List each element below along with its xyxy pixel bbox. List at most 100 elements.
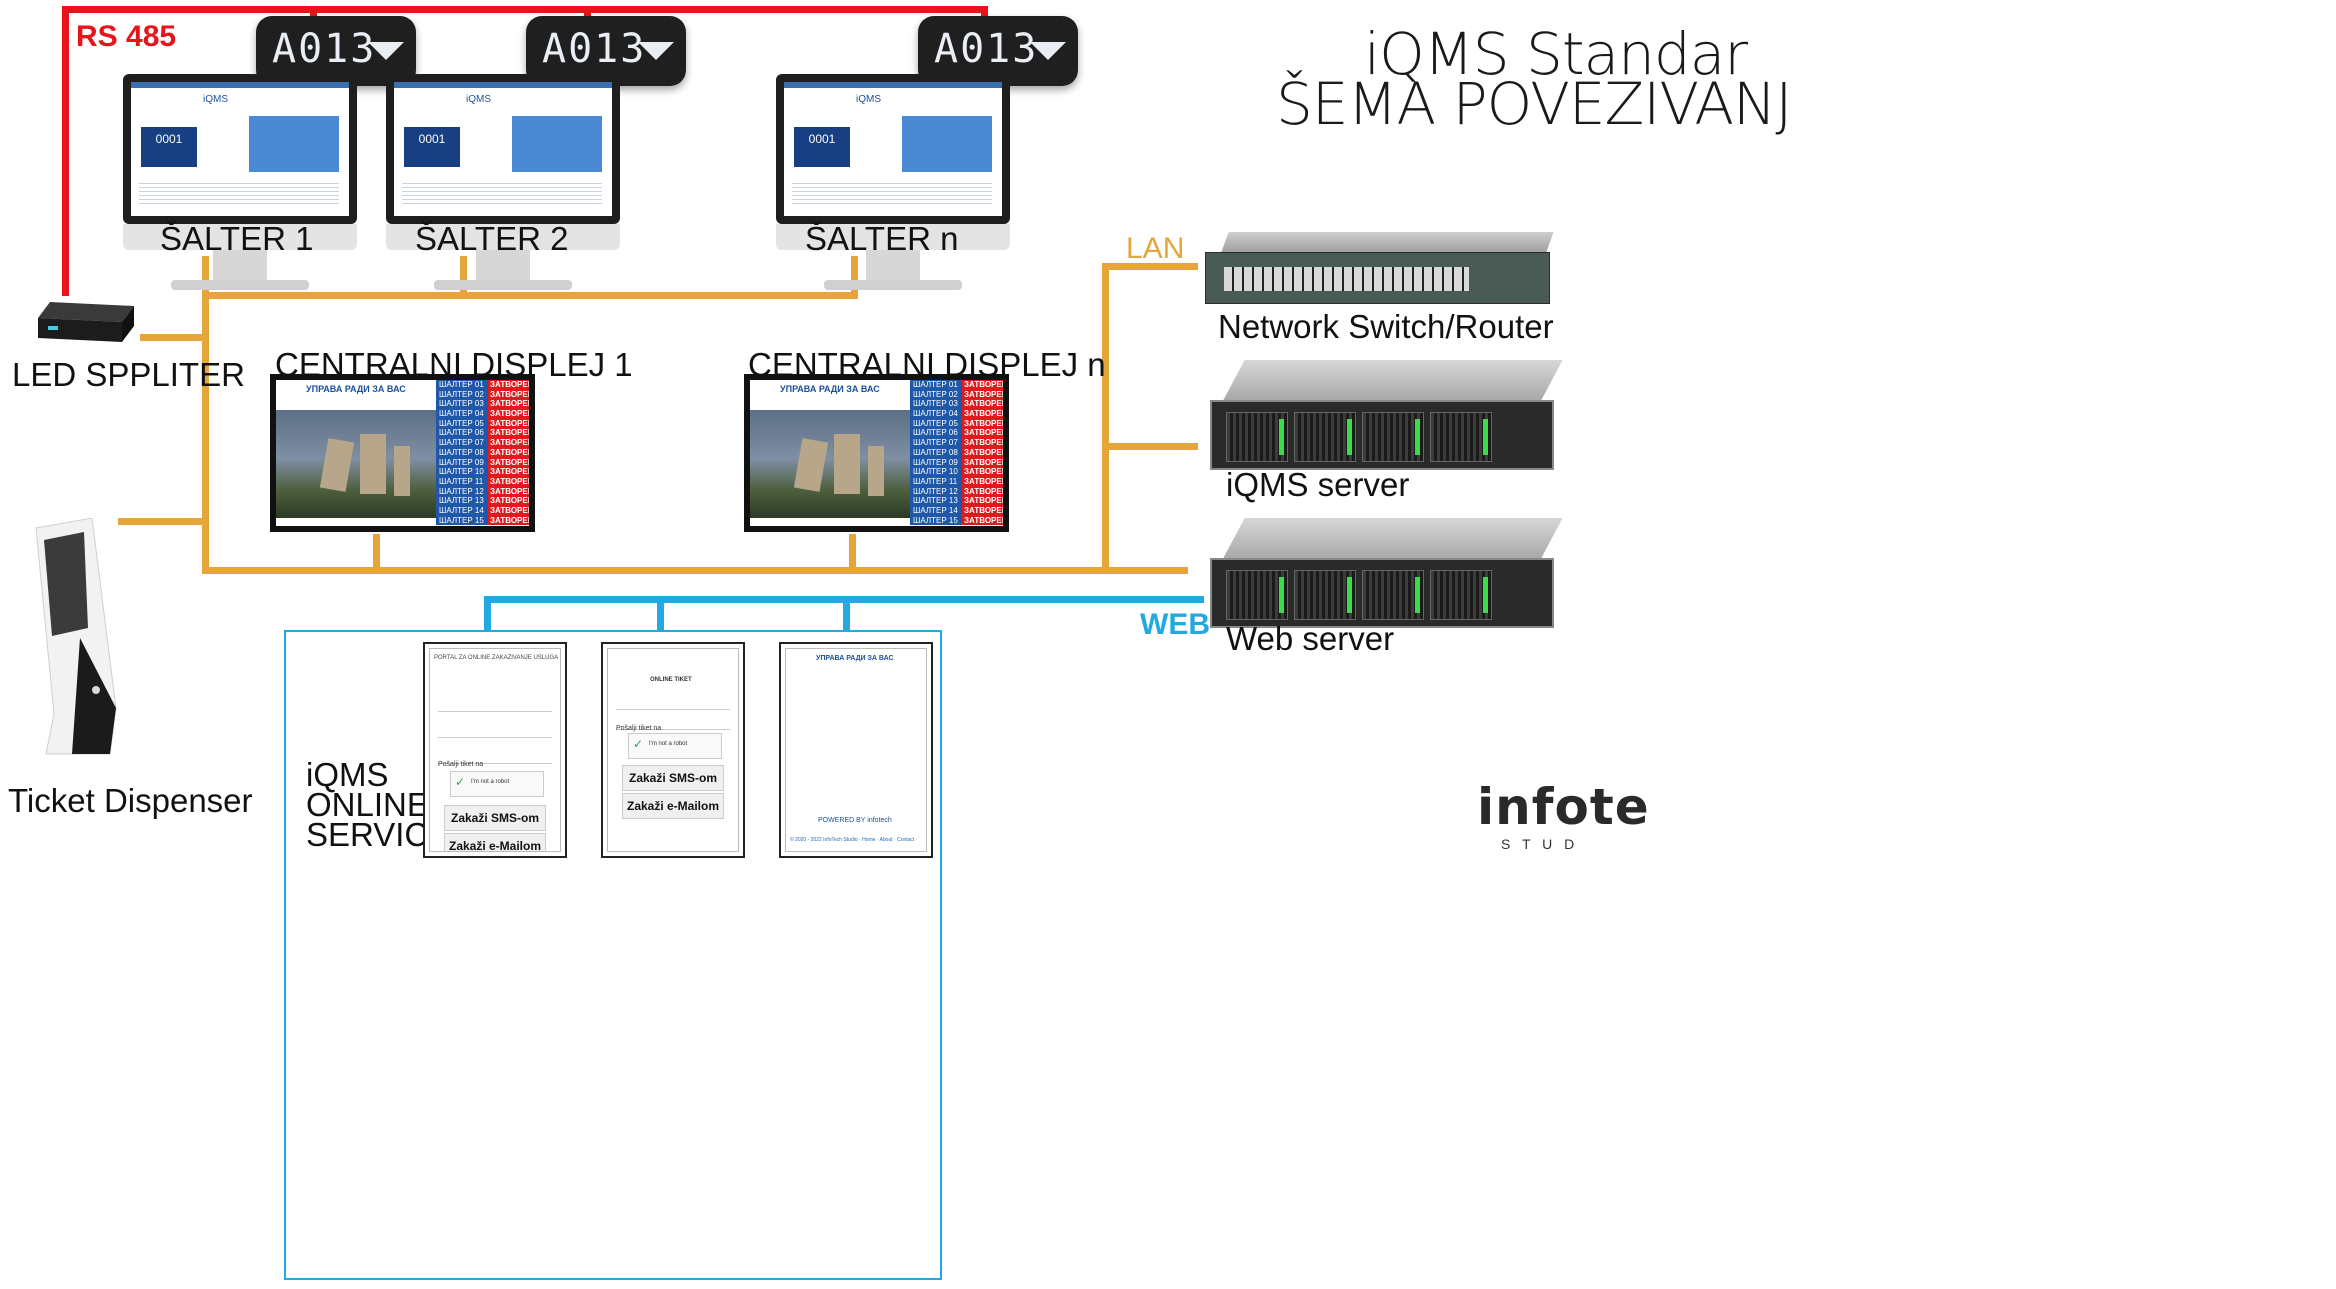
status-row: ШАЛТЕР 13ЗАТВОРЕН bbox=[910, 496, 1003, 506]
led-splitter-label: LED SPPLITER bbox=[12, 356, 245, 393]
led-display-text: A013 bbox=[542, 26, 647, 72]
counter-name: ШАЛТЕР 11 bbox=[436, 476, 488, 487]
led-splitter-device bbox=[38, 302, 134, 342]
counter-name: ШАЛТЕР 01 bbox=[910, 380, 962, 390]
check-icon: ✓ bbox=[633, 737, 644, 751]
counter-monitor-2: iQMS 0001 bbox=[386, 74, 620, 299]
counter-status: ЗАТВОРЕН bbox=[961, 496, 1003, 506]
central-display-1: УПРАВА РАДИ ЗА ВАС ШАЛТЕР 01ЗАТВОРЕНШАЛТ… bbox=[270, 374, 535, 532]
counter-name: ШАЛТЕР 07 bbox=[436, 438, 488, 448]
counter-status: ЗАТВОРЕН bbox=[961, 505, 1003, 516]
email-button[interactable]: Zakaži e-Mailom bbox=[444, 833, 546, 851]
status-row: ШАЛТЕР 04ЗАТВОРЕН bbox=[910, 409, 1003, 419]
counter-name: ШАЛТЕР 02 bbox=[436, 389, 488, 400]
captcha-box[interactable]: ✓ I'm not a robot bbox=[628, 733, 722, 759]
arrow-down-icon bbox=[1030, 42, 1066, 60]
counter-status: ЗАТВОРЕН bbox=[961, 428, 1003, 439]
sms-button[interactable]: Zakaži SMS-om bbox=[444, 805, 546, 831]
iqms-server-label: iQMS server bbox=[1226, 466, 1410, 503]
status-row: ШАЛТЕР 13ЗАТВОРЕН bbox=[436, 496, 529, 506]
counter-status: ЗАТВОРЕН bbox=[487, 409, 529, 419]
counter-name: ШАЛТЕР 04 bbox=[910, 409, 962, 419]
status-web-page: УПРАВА РАДИ ЗА ВАС POWERED BY infotech ©… bbox=[779, 642, 933, 858]
ticket-dispenser-label: Ticket Dispenser bbox=[8, 782, 253, 819]
captcha-box[interactable]: ✓ I'm not a robot bbox=[450, 771, 544, 797]
online-services-label-line1: iQMS bbox=[306, 756, 389, 793]
status-row: ШАЛТЕР 02ЗАТВОРЕН bbox=[436, 389, 529, 400]
counter-name: ШАЛТЕР 03 bbox=[436, 399, 488, 410]
counter-name: ШАЛТЕР 04 bbox=[436, 409, 488, 419]
iqms-server-device bbox=[1210, 360, 1563, 472]
lan-drop-counter-1 bbox=[202, 256, 209, 296]
led-display-3: A013 bbox=[918, 16, 1078, 86]
portal-title: PORTAL ZA ONLINE ZAKAZIVANJE USLUGA bbox=[434, 655, 559, 661]
screen-title: iQMS bbox=[466, 94, 491, 105]
status-row: ШАЛТЕР 14ЗАТВОРЕН bbox=[910, 505, 1003, 516]
email-button[interactable]: Zakaži e-Mailom bbox=[622, 793, 724, 819]
screen-title: iQMS bbox=[856, 94, 881, 105]
sms-button[interactable]: Zakaži SMS-om bbox=[622, 765, 724, 791]
led-display-text: A013 bbox=[934, 26, 1039, 72]
status-row: ШАЛТЕР 15ЗАТВОРЕН bbox=[910, 515, 1003, 526]
counter-name: ШАЛТЕР 09 bbox=[910, 457, 962, 468]
counter-name: ШАЛТЕР 08 bbox=[436, 447, 488, 458]
ticket-for-label: Pošalji tiket na bbox=[438, 761, 484, 768]
counter-name: ШАЛТЕР 03 bbox=[910, 399, 962, 410]
counter-name: ШАЛТЕР 13 bbox=[910, 496, 962, 506]
lan-splitter-link bbox=[140, 334, 206, 341]
infotech-logo: infote S T U D bbox=[1477, 778, 1650, 852]
monitor-screen: iQMS 0001 bbox=[131, 82, 349, 216]
network-switch-label: Network Switch/Router bbox=[1218, 308, 1554, 345]
counter-status: ЗАТВОРЕН bbox=[961, 467, 1003, 477]
counter-name: ШАЛТЕР 02 bbox=[910, 389, 962, 400]
counter-status: ЗАТВОРЕН bbox=[961, 380, 1003, 390]
status-row: ШАЛТЕР 04ЗАТВОРЕН bbox=[436, 409, 529, 419]
ticket-dispenser-device bbox=[35, 518, 117, 755]
counter-name: ШАЛТЕР 12 bbox=[436, 486, 488, 497]
lan-riser bbox=[1102, 263, 1109, 573]
status-row: ШАЛТЕР 12ЗАТВОРЕН bbox=[910, 486, 1003, 497]
display-photo bbox=[750, 410, 910, 518]
lan-bus-main bbox=[202, 567, 1188, 574]
online-booking-portal: PORTAL ZA ONLINE ZAKAZIVANJE USLUGA Poša… bbox=[423, 642, 567, 858]
status-row: ШАЛТЕР 03ЗАТВОРЕН bbox=[910, 399, 1003, 410]
counter-name: ШАЛТЕР 06 bbox=[436, 428, 488, 439]
led-display-1: A013 bbox=[256, 16, 416, 86]
counter-status: ЗАТВОРЕН bbox=[961, 438, 1003, 448]
counter-status: ЗАТВОРЕН bbox=[487, 447, 529, 458]
counter-status: ЗАТВОРЕН bbox=[487, 389, 529, 400]
counter-status: ЗАТВОРЕН bbox=[961, 389, 1003, 400]
captcha-label: I'm not a robot bbox=[649, 741, 688, 747]
lan-display-n-drop bbox=[849, 534, 856, 572]
status-row: ШАЛТЕР 08ЗАТВОРЕН bbox=[910, 447, 1003, 458]
ticket-number: 0001 bbox=[794, 127, 850, 167]
counter-status: ЗАТВОРЕН bbox=[487, 515, 529, 526]
display-header: УПРАВА РАДИ ЗА ВАС bbox=[306, 384, 406, 394]
counter-name: ШАЛТЕР 08 bbox=[910, 447, 962, 458]
arrow-down-icon bbox=[368, 42, 404, 60]
ticket-number: 0001 bbox=[141, 127, 197, 167]
counter-status: ЗАТВОРЕН bbox=[487, 496, 529, 506]
lan-drop-counter-n bbox=[851, 256, 858, 296]
status-row: ШАЛТЕР 05ЗАТВОРЕН bbox=[910, 418, 1003, 429]
lan-drop-counter-2 bbox=[460, 256, 467, 296]
status-row: ШАЛТЕР 12ЗАТВОРЕН bbox=[436, 486, 529, 497]
counter-name: ШАЛТЕР 13 bbox=[436, 496, 488, 506]
status-row: ШАЛТЕР 01ЗАТВОРЕН bbox=[910, 380, 1003, 390]
page-title-line1: iQMS Standar bbox=[1364, 20, 1748, 88]
status-row: ШАЛТЕР 08ЗАТВОРЕН bbox=[436, 447, 529, 458]
counter-status-list: ШАЛТЕР 01ЗАТВОРЕНШАЛТЕР 02ЗАТВОРЕНШАЛТЕР… bbox=[910, 380, 1003, 526]
led-display-text: A013 bbox=[272, 26, 377, 72]
counter-label-1: ŠALTER 1 bbox=[160, 220, 314, 257]
counter-name: ШАЛТЕР 05 bbox=[910, 418, 962, 429]
captcha-label: I'm not a robot bbox=[471, 779, 510, 785]
counter-name: ШАЛТЕР 11 bbox=[910, 476, 962, 487]
web-drop-1 bbox=[484, 596, 491, 632]
footer-text: © 2020 - 2022 InfoTech Studio · Home · A… bbox=[790, 837, 918, 843]
counter-name: ШАЛТЕР 14 bbox=[910, 505, 962, 516]
screen-title: iQMS bbox=[203, 94, 228, 105]
rs485-label: RS 485 bbox=[76, 20, 177, 53]
counter-status: ЗАТВОРЕН bbox=[961, 399, 1003, 410]
powered-by-logo: POWERED BY infotech bbox=[818, 817, 892, 824]
online-ticket-page: ONLINE TIKET Pošalji tiket na ✓ I'm not … bbox=[601, 642, 745, 858]
